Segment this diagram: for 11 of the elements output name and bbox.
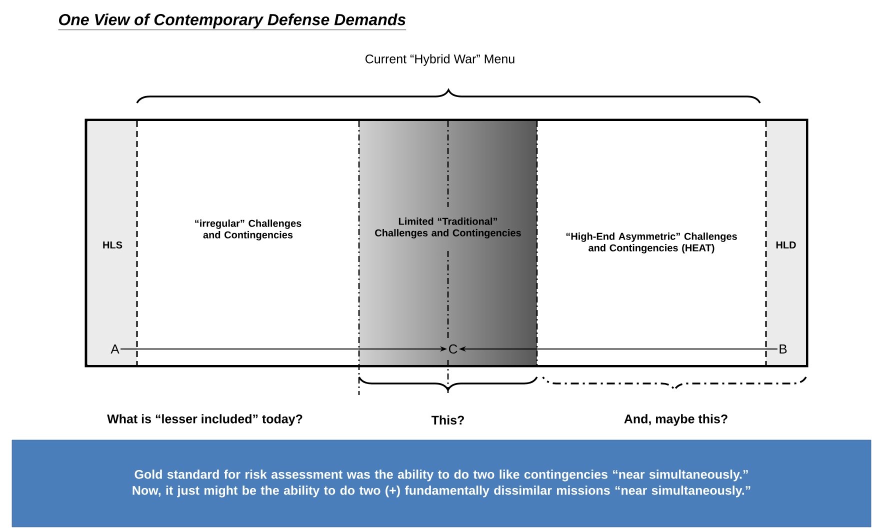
question-label: This?: [431, 415, 464, 425]
title: One View of Contemporary Defense Demands: [58, 14, 406, 30]
region-label: “High-End Asymmetric” Challenges and Contingencies (HEAT): [566, 232, 737, 254]
point-label: A: [110, 344, 120, 354]
note-banner: Gold standard for risk assessment was the ability to do two like contingencies “near simultaneously.” Now, it just might be the ability to do two (+) fundamentally dissimilar missions “near simultaneously.”: [12, 440, 872, 528]
question-label: And, maybe this?: [624, 414, 728, 426]
question-label: What is “lesser included” today?: [107, 414, 302, 426]
caption-label: Current “Hybrid War” Menu: [366, 54, 514, 66]
point-label: C: [448, 344, 458, 354]
region-label: “irregular” Challenges and Contingencies: [195, 220, 302, 240]
point-label: B: [780, 344, 787, 354]
